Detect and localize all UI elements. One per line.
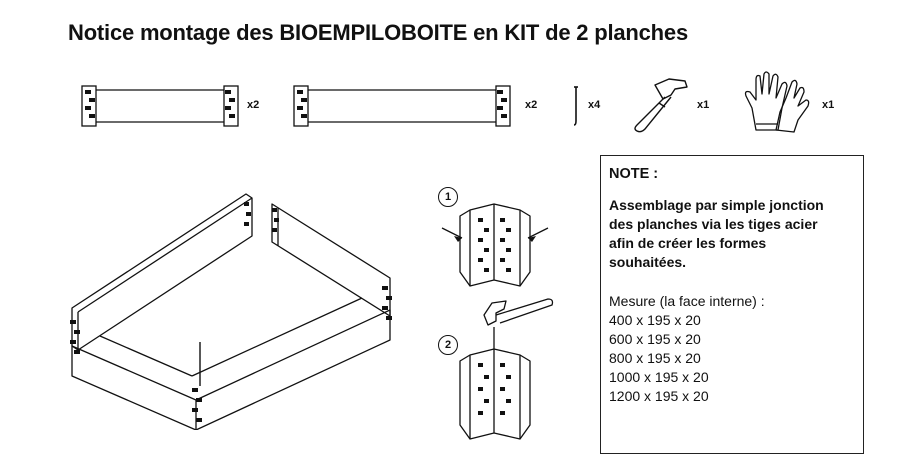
mesure-item: 800 x 195 x 20 bbox=[609, 350, 701, 366]
hammer-qty: x1 bbox=[697, 99, 710, 111]
mesure-title: Mesure (la face interne) : bbox=[609, 293, 765, 309]
note-line: afin de créer les formes bbox=[609, 235, 767, 251]
note-line: Assemblage par simple jonction bbox=[609, 197, 824, 213]
step-number-1: 1 bbox=[438, 187, 458, 207]
long-board-icon bbox=[293, 85, 511, 127]
steel-rod-icon bbox=[573, 86, 578, 126]
page-title: Notice montage des BIOEMPILOBOITE en KIT… bbox=[68, 20, 688, 45]
note-heading: NOTE : bbox=[609, 166, 659, 182]
mesure-item: 600 x 195 x 20 bbox=[609, 331, 701, 347]
gloves-icon bbox=[744, 71, 810, 133]
steel-rod-qty: x4 bbox=[588, 99, 601, 111]
note-description: Assemblage par simple jonction des planc… bbox=[609, 196, 855, 272]
hammer-icon bbox=[634, 78, 688, 133]
assembled-box-icon bbox=[70, 193, 392, 430]
short-board-icon bbox=[81, 85, 239, 127]
corner-junction-icon bbox=[441, 203, 549, 287]
short-board-qty: x2 bbox=[247, 99, 260, 111]
gloves-qty: x1 bbox=[822, 99, 835, 111]
mesure-list: 400 x 195 x 20 600 x 195 x 20 800 x 195 … bbox=[609, 311, 855, 406]
mesure-item: 1200 x 195 x 20 bbox=[609, 388, 709, 404]
long-board-qty: x2 bbox=[525, 99, 538, 111]
mesure-item: 400 x 195 x 20 bbox=[609, 312, 701, 328]
note-line: des planches via les tiges acier bbox=[609, 216, 818, 232]
step-number-2: 2 bbox=[438, 335, 458, 355]
hammer-rod-icon bbox=[459, 298, 554, 440]
note-line: souhaitées. bbox=[609, 254, 687, 270]
mesure-item: 1000 x 195 x 20 bbox=[609, 369, 709, 385]
note-box: NOTE : Assemblage par simple jonction de… bbox=[600, 155, 864, 454]
